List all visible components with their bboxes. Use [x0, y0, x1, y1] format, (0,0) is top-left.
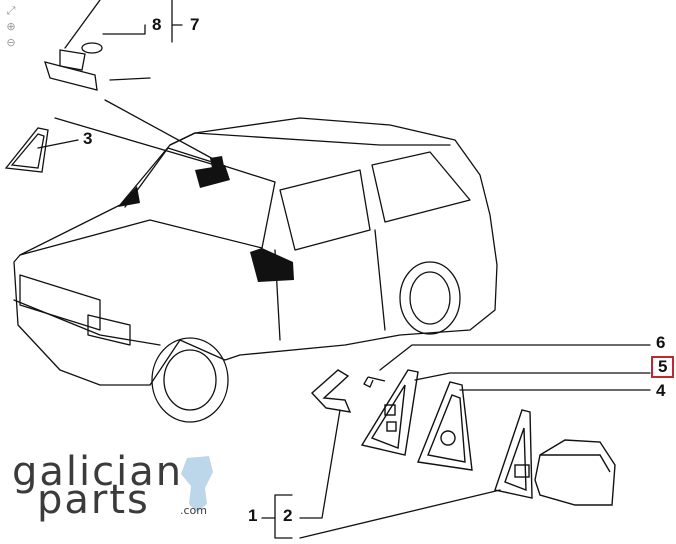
part-1-mirror-housing	[534, 439, 616, 506]
exterior-mirror-car	[250, 248, 294, 282]
side-window-front	[279, 169, 371, 251]
side-window-rear	[371, 151, 471, 223]
brand-domain: .com	[180, 504, 207, 517]
callout-6[interactable]: 6	[656, 333, 666, 352]
front-wheel	[151, 337, 229, 423]
fit-icon[interactable]: ⤢	[6, 4, 16, 17]
part-6-screw	[363, 376, 386, 388]
zoom-toolbar: ⤢ ⊕ ⊖	[4, 4, 20, 52]
part-8-seal	[81, 42, 103, 54]
part-3-glass	[4, 127, 49, 173]
map-icon	[181, 456, 213, 512]
headlight	[87, 314, 131, 346]
hood-line	[19, 219, 263, 256]
callout-7[interactable]: 7	[190, 15, 200, 34]
part-5-base	[360, 369, 419, 456]
interior-mirror	[195, 165, 230, 188]
brand-logo: galician parts .com	[12, 452, 222, 522]
rear-wheel-hub	[409, 271, 451, 325]
leader-8	[102, 24, 146, 35]
callout-1[interactable]: 1	[248, 506, 258, 525]
callout-4[interactable]: 4	[656, 381, 666, 400]
mirror-mount	[210, 156, 224, 168]
leader-2	[299, 409, 341, 519]
part-1-mirror-base	[494, 409, 533, 499]
leader-roof	[54, 77, 216, 166]
callout-2[interactable]: 2	[283, 506, 293, 525]
leader-3	[37, 139, 79, 149]
quarter-glass-car	[118, 186, 140, 207]
brand-line-1: galician	[12, 449, 184, 495]
bumper	[13, 299, 161, 346]
part-7-mirror-assembly	[44, 61, 98, 91]
callout-5[interactable]: 5	[651, 356, 675, 378]
roof-line	[169, 132, 451, 146]
part-4-gasket	[417, 381, 473, 471]
front-wheel-hub	[163, 349, 217, 411]
rear-wheel	[399, 261, 461, 335]
callout-8[interactable]: 8	[152, 15, 162, 34]
part-2-cable	[310, 369, 352, 413]
grille	[19, 274, 101, 331]
leader-1	[261, 489, 501, 539]
leader-5	[414, 372, 651, 381]
leader-7	[64, 0, 183, 49]
leader-6	[379, 344, 651, 371]
zoom-out-icon[interactable]: ⊖	[6, 36, 16, 49]
callout-3[interactable]: 3	[83, 129, 93, 148]
rear-door-line	[374, 229, 386, 331]
zoom-in-icon[interactable]: ⊕	[6, 20, 16, 33]
brand-line-2: parts	[37, 477, 150, 523]
